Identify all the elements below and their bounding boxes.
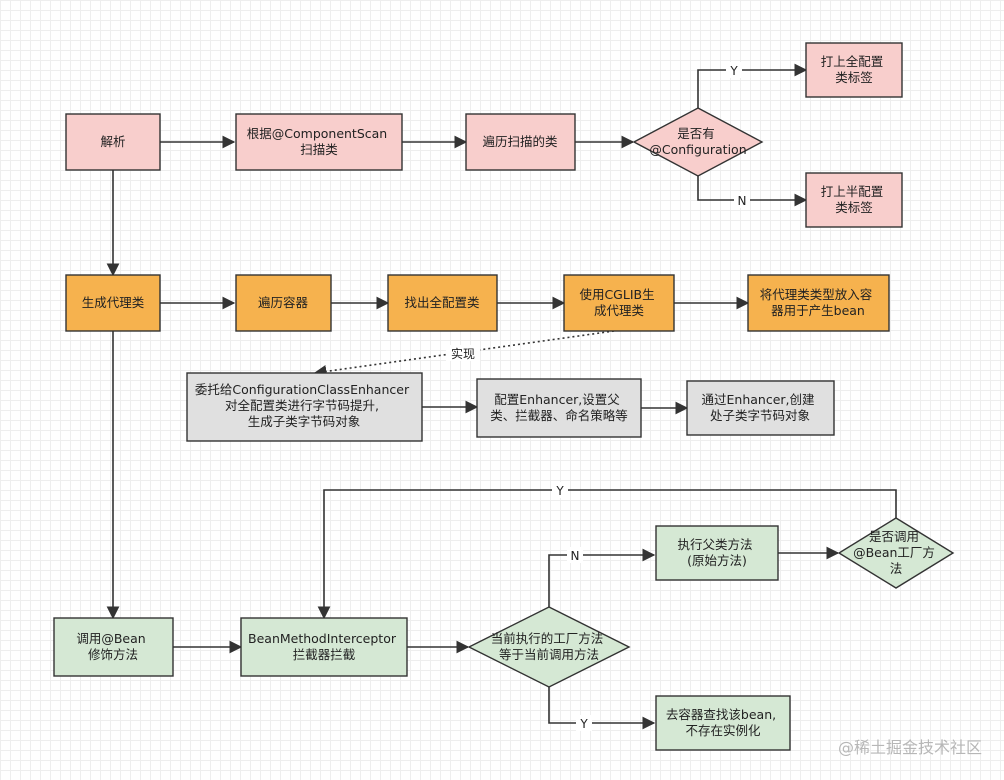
node-iterate-container: [235, 274, 332, 332]
text-find-in-container: 去容器查找该bean, 不存在实例化: [666, 707, 780, 738]
text-scan: 根据@ComponentScan 扫描类: [247, 126, 391, 157]
text-iterate-scanned: 遍历扫描的类: [482, 134, 558, 149]
node-gen-proxy: [65, 274, 161, 332]
label-yes-full: Y: [729, 64, 738, 78]
text-gen-proxy: 生成代理类: [82, 295, 145, 310]
node-cglib: [563, 274, 675, 332]
node-parse: [65, 113, 161, 171]
label-yes-loop: Y: [555, 484, 564, 498]
node-is-bean-call-decision: [837, 517, 955, 589]
text-is-bean-call: 是否调用 @Bean工厂方 法: [853, 529, 939, 576]
text-config-enhancer: 配置Enhancer,设置父 类、拦截器、命名策略等: [490, 392, 628, 423]
text-exec-parent: 执行父类方法 (原始方法): [678, 537, 757, 568]
text-iterate-container: 遍历容器: [258, 295, 309, 310]
node-find-in-container: [655, 695, 791, 751]
node-delegate: [186, 372, 423, 442]
label-implements: 实现: [451, 346, 475, 361]
edge-decision-to-exec: [548, 548, 656, 607]
node-create-sub: [686, 380, 835, 436]
text-find-full: 找出全配置类: [404, 295, 480, 310]
label-no-half: N: [738, 194, 747, 208]
edge-decision-to-findbean: [548, 687, 656, 730]
node-full-tag: [805, 42, 903, 98]
node-has-config-decision: [632, 107, 764, 177]
node-same-factory-decision: [467, 606, 631, 688]
node-put-proxy: [747, 274, 890, 332]
node-config-enhancer: [476, 378, 642, 438]
text-has-config: 是否有 @Configuration: [649, 126, 746, 157]
text-delegate: 委托给ConfigurationClassEnhancer 对全配置类进行字节码…: [195, 382, 413, 429]
text-put-proxy: 将代理类类型放入容 器用于产生bean: [760, 287, 877, 318]
label-yes-find: Y: [579, 717, 588, 731]
text-create-sub: 通过Enhancer,创建 处子类字节码对象: [702, 392, 819, 423]
node-find-full: [387, 274, 498, 332]
text-parse: 解析: [100, 134, 125, 149]
text-half-tag: 打上半配置 类标签: [821, 184, 888, 215]
node-iterate-scanned: [465, 113, 576, 171]
text-cglib: 使用CGLIB生 成代理类: [579, 287, 658, 318]
node-half-tag: [805, 172, 903, 228]
node-scan: [235, 113, 403, 171]
node-exec-parent: [655, 525, 779, 581]
edge-decision-to-half: [697, 176, 808, 207]
watermark-text: @稀土掘金技术社区: [837, 738, 982, 757]
text-interceptor: BeanMethodInterceptor 拦截器拦截: [248, 631, 400, 662]
edge-decision-to-full: [697, 63, 808, 108]
node-call-bean: [53, 617, 174, 677]
node-interceptor: [240, 617, 408, 677]
text-call-bean: 调用@Bean 修饰方法: [76, 631, 149, 662]
text-full-tag: 打上全配置 类标签: [821, 54, 888, 85]
text-same-factory: 当前执行的工厂方法 等于当前调用方法: [491, 631, 608, 662]
edge-isbean-loop-to-interceptor: [317, 489, 897, 620]
label-no-exec: N: [571, 549, 580, 563]
